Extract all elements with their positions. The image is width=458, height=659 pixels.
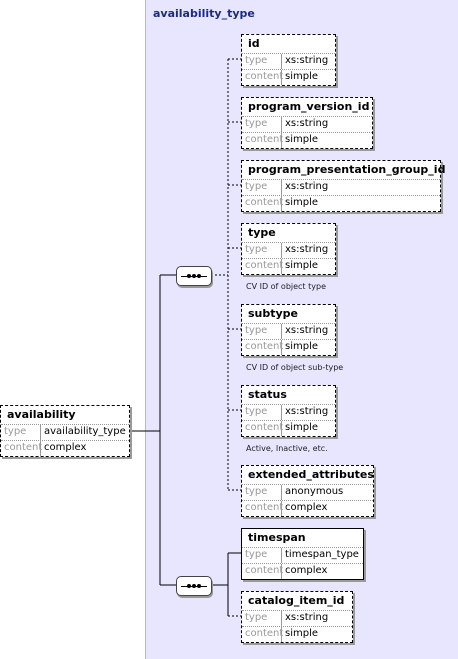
type-value: anonymous bbox=[285, 486, 344, 497]
content-key: content bbox=[242, 133, 283, 148]
content-value: simple bbox=[285, 341, 319, 352]
content-value: simple bbox=[285, 422, 319, 433]
type-value: xs:string bbox=[285, 612, 329, 623]
element-name: status bbox=[248, 388, 287, 401]
type-value: availability_type bbox=[44, 426, 126, 437]
type-value: xs:string bbox=[285, 406, 329, 417]
type-value: xs:string bbox=[285, 325, 329, 336]
content-value: simple bbox=[285, 260, 319, 271]
element-annotation: CV ID of object type bbox=[246, 282, 326, 291]
content-key: content bbox=[242, 196, 283, 211]
element-name: program_presentation_group_id bbox=[248, 163, 446, 176]
element-name: availability bbox=[7, 408, 76, 421]
type-key: type bbox=[242, 405, 282, 420]
content-key: content bbox=[242, 421, 283, 436]
sequence-compositor-upper[interactable] bbox=[176, 266, 212, 286]
content-key: content bbox=[242, 627, 283, 642]
content-value: simple bbox=[285, 71, 319, 82]
content-key: content bbox=[242, 259, 283, 274]
type-key: type bbox=[242, 485, 282, 500]
element-name: timespan bbox=[248, 531, 306, 544]
complex-type-title: availability_type bbox=[153, 7, 255, 20]
content-value: simple bbox=[285, 628, 319, 639]
type-key: type bbox=[242, 54, 282, 69]
element-name: program_version_id bbox=[248, 100, 370, 113]
content-key: content bbox=[242, 70, 283, 85]
content-key: content bbox=[242, 564, 283, 579]
type-value: timespan_type bbox=[285, 549, 359, 560]
type-key: type bbox=[242, 243, 282, 258]
element-name: type bbox=[248, 226, 276, 239]
content-value: simple bbox=[285, 197, 319, 208]
element-name: id bbox=[248, 37, 260, 50]
content-value: complex bbox=[44, 442, 87, 453]
element-name: catalog_item_id bbox=[248, 594, 345, 607]
type-key: type bbox=[242, 117, 282, 132]
element-annotation: CV ID of object sub-type bbox=[246, 363, 344, 372]
element-name: extended_attributes bbox=[248, 468, 374, 481]
content-value: complex bbox=[285, 502, 328, 513]
content-value: simple bbox=[285, 134, 319, 145]
content-key: content bbox=[1, 441, 42, 456]
type-key: type bbox=[1, 425, 41, 440]
type-value: xs:string bbox=[285, 118, 329, 129]
element-name: subtype bbox=[248, 307, 299, 320]
type-value: xs:string bbox=[285, 244, 329, 255]
type-key: type bbox=[242, 180, 282, 195]
type-key: type bbox=[242, 324, 282, 339]
type-value: xs:string bbox=[285, 55, 329, 66]
content-key: content bbox=[242, 501, 283, 516]
type-key: type bbox=[242, 548, 282, 563]
content-key: content bbox=[242, 340, 283, 355]
type-value: xs:string bbox=[285, 181, 329, 192]
type-key: type bbox=[242, 611, 282, 626]
content-value: complex bbox=[285, 565, 328, 576]
element-annotation: Active, Inactive, etc. bbox=[246, 444, 328, 453]
sequence-compositor-lower[interactable] bbox=[176, 576, 212, 596]
